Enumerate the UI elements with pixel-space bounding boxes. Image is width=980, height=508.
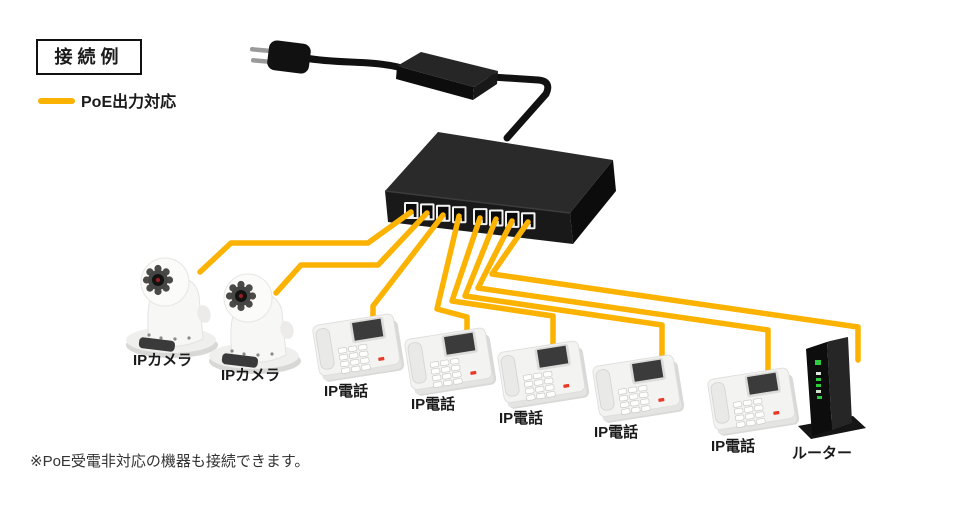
page-title: 接続例 bbox=[55, 46, 124, 67]
poe-cable-camera-2 bbox=[273, 210, 430, 296]
poe-cables bbox=[197, 209, 861, 377]
switch-edge-highlight bbox=[384, 190, 571, 214]
title-box bbox=[36, 39, 142, 75]
adapter-top bbox=[397, 52, 498, 87]
router-front bbox=[806, 342, 832, 436]
ip-phone bbox=[311, 312, 406, 384]
phone-label: IP電話 bbox=[499, 409, 543, 427]
footnote: ※PoE受電非対応の機器も接続できます。 bbox=[30, 453, 309, 470]
router-side bbox=[827, 337, 852, 430]
poe-cable-phone-3 bbox=[449, 215, 556, 352]
phone-label: IP電話 bbox=[411, 395, 455, 413]
ip-phone bbox=[591, 353, 686, 425]
switch-side bbox=[570, 160, 616, 244]
ip-camera bbox=[125, 257, 219, 359]
ip-camera bbox=[208, 273, 302, 375]
plug-head bbox=[267, 40, 311, 74]
adapter-front bbox=[396, 66, 474, 100]
ip-phone bbox=[706, 366, 801, 438]
power-cable bbox=[301, 54, 402, 71]
router bbox=[798, 337, 866, 439]
phone-label: IP電話 bbox=[711, 437, 755, 455]
poe-switch bbox=[384, 132, 616, 244]
ac-adapter bbox=[396, 52, 498, 100]
poe-cable-router bbox=[489, 219, 861, 363]
switch-top bbox=[385, 132, 613, 213]
poe-cable-phone-4 bbox=[462, 216, 665, 365]
legend: PoE出力対応 bbox=[38, 92, 176, 111]
router-status-leds bbox=[816, 372, 822, 399]
poe-cable-camera-1 bbox=[197, 209, 414, 275]
legend-label: PoE出力対応 bbox=[81, 92, 176, 111]
camera-label: IPカメラ bbox=[133, 352, 192, 369]
router-label: ルーター bbox=[792, 445, 852, 462]
phone-label: IP電話 bbox=[594, 423, 638, 441]
power-plug bbox=[249, 40, 311, 74]
camera-label: IPカメラ bbox=[221, 367, 280, 384]
router-power-led bbox=[815, 360, 821, 365]
poe-cable-phone-5 bbox=[475, 218, 771, 377]
phone-label: IP電話 bbox=[324, 382, 368, 400]
adapter-side bbox=[473, 71, 498, 100]
poe-cable-phone-2 bbox=[434, 213, 470, 349]
adapter-to-switch-cable bbox=[488, 73, 552, 142]
ip-phone bbox=[496, 339, 591, 411]
ip-phone bbox=[403, 326, 498, 398]
